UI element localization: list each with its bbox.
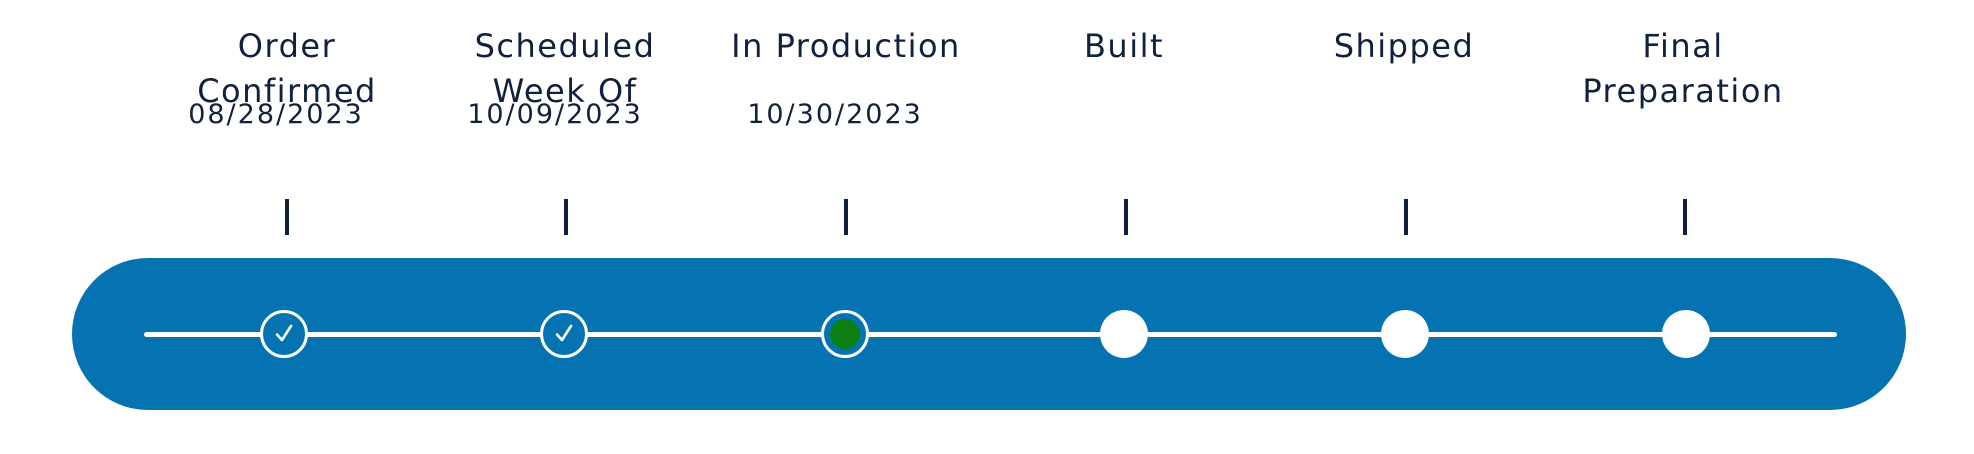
stage-title-scheduled: Scheduled Week Of <box>445 24 685 114</box>
progress-line <box>144 332 1837 337</box>
stage-date-order-confirmed: 08/28/2023 <box>188 99 364 130</box>
stage-tick <box>1124 199 1128 235</box>
check-icon <box>260 310 308 358</box>
stage-tick <box>1683 199 1687 235</box>
stage-title-text: Shipped <box>1333 27 1475 65</box>
checkmark-glyph <box>275 324 293 342</box>
pending-dot-icon <box>1381 310 1429 358</box>
stage-title-text: In Production <box>731 27 961 65</box>
pending-dot-icon <box>1662 310 1710 358</box>
checkmark-glyph <box>555 324 573 342</box>
stage-title-shipped: Shipped <box>1284 24 1524 69</box>
stage-title-built: Built <box>1004 24 1244 69</box>
stage-title-text: Order Confirmed <box>197 27 377 110</box>
stage-title-in-production: In Production <box>726 24 966 69</box>
stage-title-text: Built <box>1083 27 1165 65</box>
stage-title-text: Scheduled Week Of <box>474 27 656 110</box>
stage-title-text: Final Preparation <box>1582 27 1784 110</box>
stage-tick <box>1404 199 1408 235</box>
check-icon <box>540 310 588 358</box>
stage-tick <box>285 199 289 235</box>
stage-date-scheduled: 10/09/2023 <box>467 99 643 130</box>
current-dot <box>830 319 860 349</box>
pending-dot-icon <box>1100 310 1148 358</box>
current-dot-icon <box>821 310 869 358</box>
stage-tick <box>564 199 568 235</box>
stage-date-in-production: 10/30/2023 <box>747 99 923 130</box>
stage-tick <box>844 199 848 235</box>
stage-title-order-confirmed: Order Confirmed <box>167 24 407 114</box>
stage-title-final-preparation: Final Preparation <box>1563 24 1803 114</box>
